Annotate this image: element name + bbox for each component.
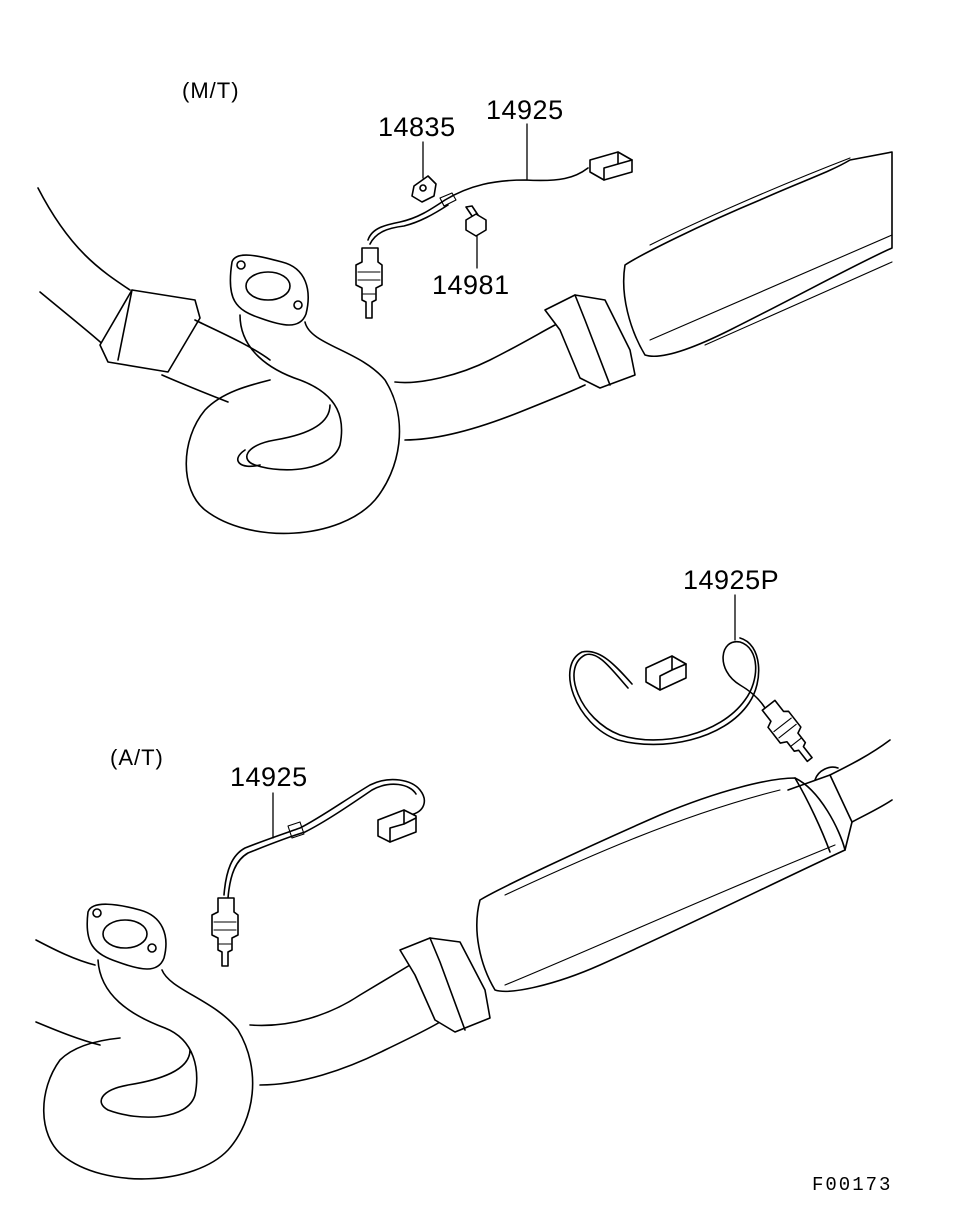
at-catalytic-converter: [476, 777, 846, 993]
mt-bracket: [411, 175, 437, 203]
mt-flange-hole-1: [236, 260, 246, 270]
mt-flange-hole-2: [293, 300, 303, 310]
mt-bolt-14981: [465, 205, 487, 237]
mt-mid-pipe-lower: [404, 384, 586, 441]
mt-left-pipe-upper: [37, 187, 131, 291]
at-pipe-bend-inner: [97, 959, 198, 1118]
mt-pipe-bend-outer: [239, 314, 343, 471]
mt-sensor-body: [355, 247, 383, 319]
mt-mid-pipe-upper: [394, 324, 556, 384]
at-flange-port: [102, 919, 148, 949]
at-clamp: [399, 937, 491, 1033]
mt-oxygen-sensor-14925: [355, 151, 633, 319]
label-mt-transmission: (M/T): [182, 78, 240, 103]
at-mid-pipe-lower: [259, 1021, 441, 1086]
mt-exhaust-assembly: [37, 151, 893, 535]
label-part-mt-14925: 14925: [486, 95, 564, 125]
label-part-at-14925: 14925: [230, 762, 308, 792]
mt-bracket-hole: [419, 184, 427, 192]
figure-code: F00173: [812, 1174, 893, 1196]
label-at-transmission: (A/T): [110, 745, 164, 770]
at-pipe-bend-outer: [43, 969, 254, 1180]
mt-bracket-14835: [411, 175, 457, 207]
mt-pipe-bend-inner: [185, 321, 401, 535]
at-oxygen-sensor-14925p: [568, 637, 813, 763]
mt-left-clamp: [99, 289, 201, 373]
label-part-14981: 14981: [432, 270, 510, 300]
at-left-pipe-upper: [35, 939, 96, 966]
at-rear-pipe-upper: [829, 739, 891, 776]
mt-manifold-flange: [229, 254, 309, 326]
at-left-pipe-lower: [35, 1021, 101, 1046]
at-sensor-body: [211, 897, 239, 967]
at-p-sensor-body: [761, 699, 813, 763]
at-sensor-harness: [223, 778, 426, 896]
mt-bolt-head: [465, 213, 487, 237]
at-mid-pipe-upper: [249, 961, 416, 1027]
label-part-14835: 14835: [378, 112, 456, 142]
at-oxygen-sensor-14925: [211, 778, 426, 967]
at-flange-hole-2: [147, 943, 157, 953]
at-rear-pipe-lower: [851, 799, 893, 823]
at-flange-hole-1: [92, 908, 102, 918]
mt-sensor-harness: [367, 167, 589, 241]
mt-catalytic-converter: [622, 151, 893, 358]
mt-right-clamp: [544, 294, 636, 389]
at-p-sensor-harness: [573, 641, 766, 741]
at-exhaust-assembly: [35, 739, 893, 1180]
label-part-14925p: 14925P: [683, 565, 780, 595]
mt-flange-port: [245, 271, 291, 301]
at-manifold-flange: [86, 903, 167, 970]
